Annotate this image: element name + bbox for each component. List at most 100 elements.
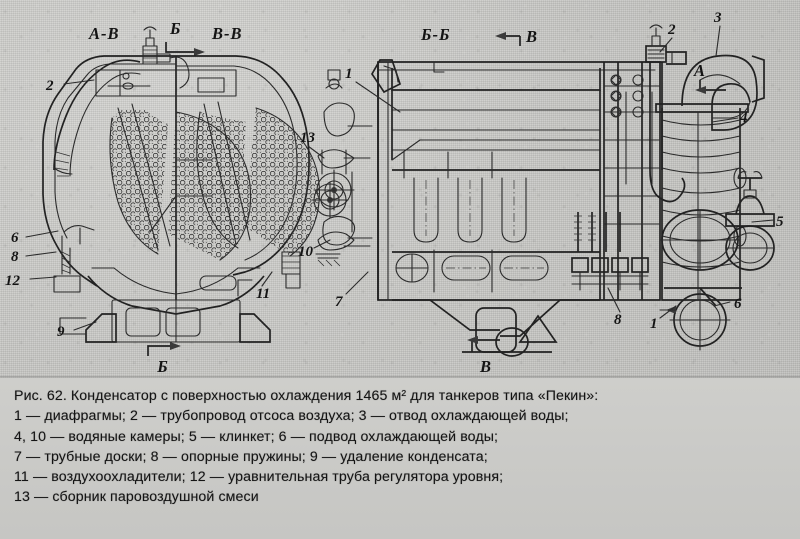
figure-caption: Рис. 62. Конденсатор с поверхностью охла… — [0, 378, 800, 539]
leader-13 — [307, 145, 325, 159]
pipe-flange-hatch — [54, 151, 71, 177]
section-arrow-head-b-top — [194, 48, 205, 56]
caption-line-6: 13 — сборник паровоздушной смеси — [14, 489, 259, 506]
callout-9: 9 — [57, 324, 65, 340]
bundle-edge-r2 — [255, 107, 321, 257]
tube-stems — [403, 151, 493, 179]
caption-line-1-a: Рис. 62. Конденсатор с поверхностью охла… — [14, 388, 599, 404]
callouts-middle-view: 1 7 8 — [335, 66, 622, 328]
left-water-chamber-assembly — [313, 69, 373, 267]
callout-2-right: 2 — [667, 22, 676, 38]
pipe-end-cap — [53, 167, 73, 175]
caption-line-2: 1 — диафрагмы; 2 — трубопровод отсоса во… — [14, 408, 569, 425]
base-opening-1 — [125, 307, 161, 337]
section-arrow-label-b: Б — [169, 19, 181, 38]
chamber-dividers — [433, 249, 493, 293]
cooling-water-inlet-6 — [659, 289, 731, 351]
air-cooler-11 — [281, 251, 301, 275]
elbow-lower-inner — [711, 101, 751, 119]
section-label-v-bottom: В — [479, 357, 492, 376]
manhole-cross — [395, 253, 429, 283]
bundle-edge-r1 — [196, 111, 239, 249]
pipe-branch — [666, 51, 687, 65]
callout-6-right: 6 — [734, 296, 742, 312]
hotwell-slope-right — [500, 299, 600, 337]
caption-line-1: Рис. 62. Конденсатор с поверхностью охла… — [14, 386, 786, 406]
section-arrow-head-a — [695, 86, 706, 94]
inner-verticals — [391, 90, 601, 300]
chamber-crosshair — [311, 181, 349, 219]
left-cross-section-view: А-В Б В-В — [5, 19, 371, 376]
leader-12 — [29, 276, 57, 280]
flange-upper — [317, 149, 355, 169]
leader-8 — [25, 251, 57, 257]
callout-4-right: 4 — [739, 110, 748, 126]
spring-supports-8 — [571, 212, 649, 291]
middle-longitudinal-view: Б-Б В — [313, 25, 661, 376]
barrel-ribs — [661, 119, 741, 268]
lower-flange-plate — [315, 253, 341, 259]
valve-handwheel — [737, 171, 763, 179]
leader-1-mid — [355, 81, 401, 113]
spring-coils — [61, 251, 71, 274]
air-suction-pipe-outer — [53, 59, 141, 171]
valve-stem-right — [738, 177, 762, 190]
elbow-inner — [711, 82, 751, 107]
leader-2-right — [659, 37, 673, 53]
hotwell-slope-left — [392, 299, 500, 331]
valve-bonnet — [735, 195, 765, 215]
section-label-v-v: В-В — [211, 24, 243, 43]
diaphragm-plates — [175, 159, 213, 197]
section-label-b-bottom: Б — [156, 357, 168, 376]
callout-3-right: 3 — [713, 10, 722, 26]
bundle-divider-l — [117, 103, 171, 251]
callout-12: 12 — [5, 273, 21, 289]
air-suction-pipe-right — [645, 24, 687, 203]
inlet-hood — [371, 59, 402, 94]
callout-8-mid: 8 — [614, 312, 622, 328]
leader-1-right — [659, 305, 677, 319]
upper-vane — [323, 102, 355, 137]
tube-elements — [413, 177, 527, 243]
inlet-walls — [61, 227, 81, 249]
callout-5-right: 5 — [776, 214, 784, 230]
leader-8-mid — [607, 287, 621, 313]
support-bracket-mid — [518, 314, 558, 343]
top-chamber-left — [95, 69, 177, 97]
section-label-a-v: А-В — [88, 24, 120, 43]
leader-6 — [25, 230, 59, 238]
manhole-oval-2 — [499, 255, 549, 281]
callout-8: 8 — [11, 249, 19, 265]
elbow-flange — [751, 55, 765, 103]
manhole-oval-1 — [441, 255, 491, 281]
cooler-base — [285, 273, 301, 289]
support-foot-left — [85, 313, 117, 343]
section-arrow-b-bottom — [147, 345, 176, 356]
leader-4-right — [711, 117, 739, 123]
section-arrow-label-v: В — [525, 27, 538, 46]
caption-divider — [0, 376, 800, 378]
inlet-crosshair — [669, 289, 731, 351]
elbow-outer — [681, 54, 757, 107]
valve-stem — [651, 35, 661, 47]
water-chamber-barrel — [661, 108, 741, 301]
callout-1-mid: 1 — [345, 66, 353, 82]
steam-dome — [391, 68, 601, 91]
flange-lower — [317, 231, 355, 251]
technical-drawing: А-В Б В-В — [5, 10, 784, 376]
callout-10: 10 — [298, 244, 314, 260]
valve-wheel — [649, 24, 663, 37]
sloped-diaphragm — [391, 139, 601, 161]
right-frame-structure — [603, 62, 661, 300]
collector-pipe — [169, 56, 190, 89]
air-suction-pipe-inner — [69, 72, 141, 177]
chamber-neck — [321, 149, 347, 175]
caption-line-3: 4, 10 — водяные камеры; 5 — клинкет; 6 —… — [14, 428, 499, 445]
right-end-view: А 2 3 4 5 6 1 — [645, 10, 784, 351]
base-connector — [699, 287, 717, 307]
section-arrow-head-v-bottom — [467, 336, 478, 344]
callout-13: 13 — [300, 130, 316, 146]
support-foot-right — [239, 313, 271, 343]
base-slot — [199, 275, 237, 291]
callout-1-right: 1 — [650, 316, 658, 332]
